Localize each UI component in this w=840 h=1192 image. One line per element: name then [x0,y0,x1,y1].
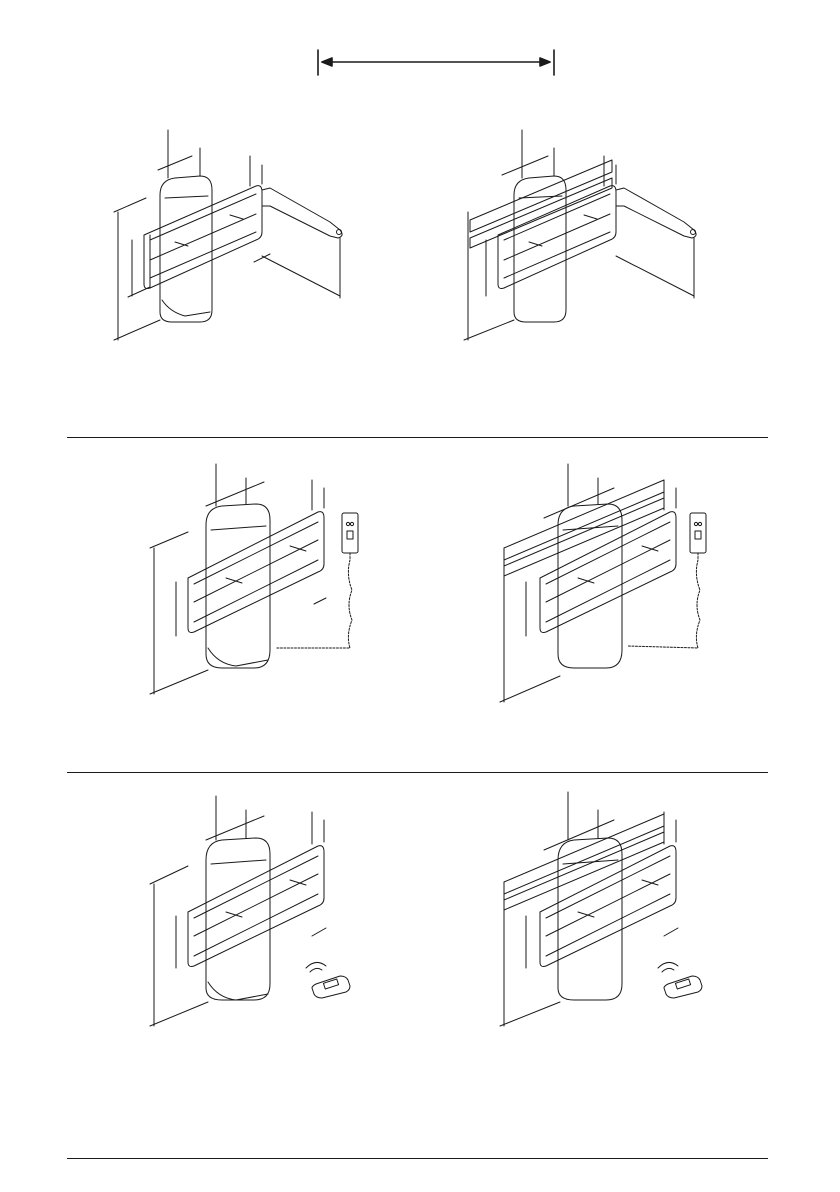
footer-divider [67,1158,768,1159]
